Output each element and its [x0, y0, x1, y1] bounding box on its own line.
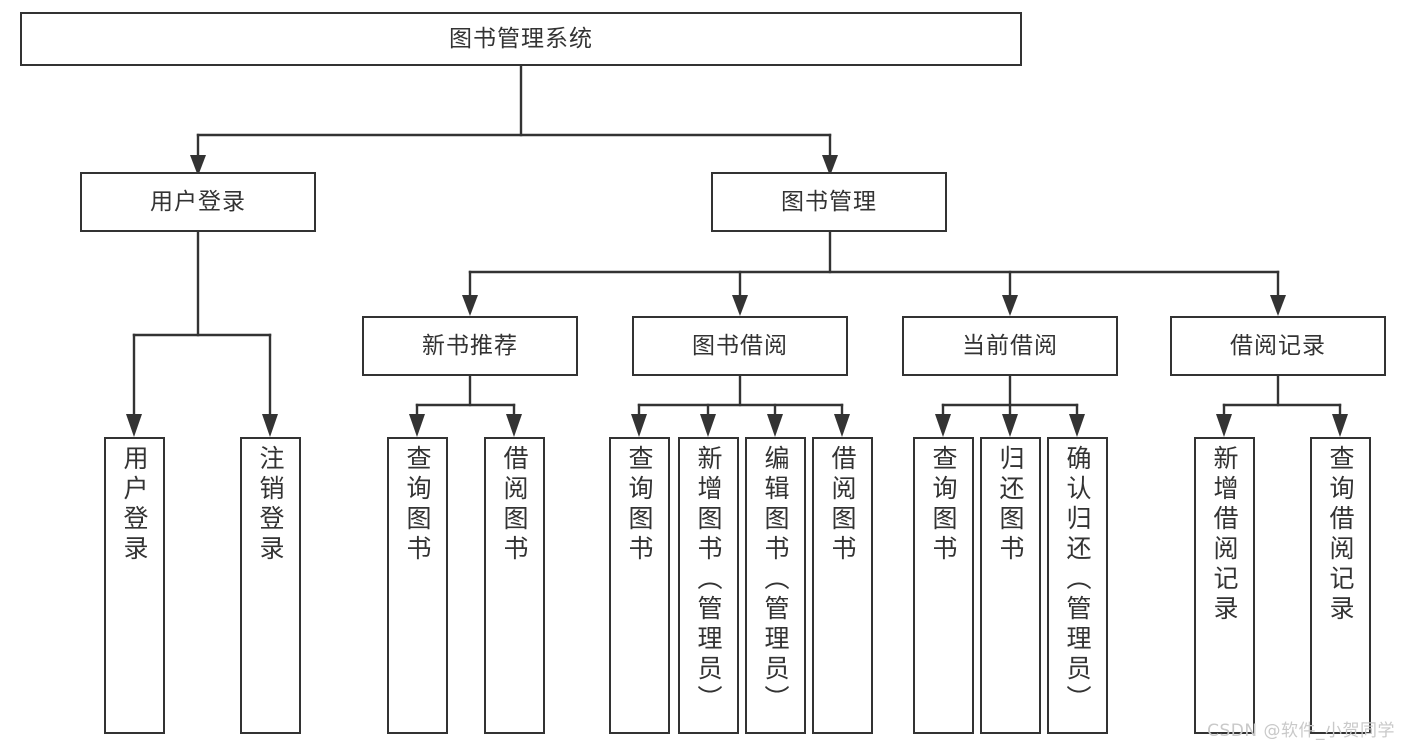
arrow-head-book-borrow — [732, 295, 748, 316]
arrow-head-leaf-confirm-return — [1069, 414, 1085, 437]
arrow-head-borrow-record — [1270, 295, 1286, 316]
node-leaf-borrow-book-1[interactable]: 借阅图书 — [484, 437, 545, 734]
node-current-borrow[interactable]: 当前借阅 — [902, 316, 1118, 376]
node-label: 当前借阅 — [962, 332, 1058, 359]
arrow-head-leaf-edit-book — [767, 414, 783, 437]
node-root-book-management-system[interactable]: 图书管理系统 — [20, 12, 1022, 66]
node-book-borrow[interactable]: 图书借阅 — [632, 316, 848, 376]
arrow-head-leaf-borrow-book-1 — [506, 414, 522, 437]
arrow-head-leaf-add-record — [1216, 414, 1232, 437]
node-borrow-record[interactable]: 借阅记录 — [1170, 316, 1386, 376]
node-label: 查询借阅记录 — [1326, 445, 1355, 625]
node-label: 确认归还（管理员） — [1063, 445, 1092, 715]
arrow-head-leaf-borrow-book-2 — [834, 414, 850, 437]
arrow-head-leaf-query-record — [1332, 414, 1348, 437]
node-leaf-query-book-2[interactable]: 查询图书 — [609, 437, 670, 734]
node-label: 图书管理 — [781, 188, 877, 215]
node-leaf-confirm-return[interactable]: 确认归还（管理员） — [1047, 437, 1108, 734]
node-book-manage[interactable]: 图书管理 — [711, 172, 947, 232]
node-label: 图书管理系统 — [449, 25, 593, 52]
arrow-head-leaf-query-book-3 — [935, 414, 951, 437]
arrow-head-leaf-return-book — [1002, 414, 1018, 437]
node-label: 查询图书 — [625, 445, 654, 565]
node-label: 新增借阅记录 — [1210, 445, 1239, 625]
node-label: 查询图书 — [929, 445, 958, 565]
node-label: 编辑图书（管理员） — [761, 445, 790, 715]
arrow-head-current-borrow — [1002, 295, 1018, 316]
node-label: 用户登录 — [150, 188, 246, 215]
arrow-head-leaf-query-book-2 — [631, 414, 647, 437]
node-leaf-query-book-3[interactable]: 查询图书 — [913, 437, 974, 734]
node-label: 新书推荐 — [422, 332, 518, 359]
arrow-head-leaf-add-book — [700, 414, 716, 437]
node-label: 查询图书 — [403, 445, 432, 565]
arrow-head-leaf-user-login — [126, 414, 142, 437]
node-leaf-query-record[interactable]: 查询借阅记录 — [1310, 437, 1371, 734]
node-leaf-borrow-book-2[interactable]: 借阅图书 — [812, 437, 873, 734]
node-label: 借阅记录 — [1230, 332, 1326, 359]
node-leaf-add-book[interactable]: 新增图书（管理员） — [678, 437, 739, 734]
node-user-login[interactable]: 用户登录 — [80, 172, 316, 232]
node-label: 新增图书（管理员） — [694, 445, 723, 715]
node-label: 借阅图书 — [828, 445, 857, 565]
node-leaf-logout-login[interactable]: 注销登录 — [240, 437, 301, 734]
node-leaf-query-book-1[interactable]: 查询图书 — [387, 437, 448, 734]
arrow-head-leaf-query-book-1 — [409, 414, 425, 437]
node-leaf-return-book[interactable]: 归还图书 — [980, 437, 1041, 734]
node-label: 用户登录 — [120, 445, 149, 565]
node-leaf-edit-book[interactable]: 编辑图书（管理员） — [745, 437, 806, 734]
node-label: 借阅图书 — [500, 445, 529, 565]
node-label: 图书借阅 — [692, 332, 788, 359]
csdn-watermark: CSDN @软件_小贺同学 — [1207, 721, 1395, 741]
arrow-head-new-book-recommend — [462, 295, 478, 316]
node-new-book-recommend[interactable]: 新书推荐 — [362, 316, 578, 376]
node-label: 注销登录 — [256, 445, 285, 565]
node-leaf-add-record[interactable]: 新增借阅记录 — [1194, 437, 1255, 734]
node-label: 归还图书 — [996, 445, 1025, 565]
node-leaf-user-login[interactable]: 用户登录 — [104, 437, 165, 734]
arrow-head-leaf-logout-login — [262, 414, 278, 437]
